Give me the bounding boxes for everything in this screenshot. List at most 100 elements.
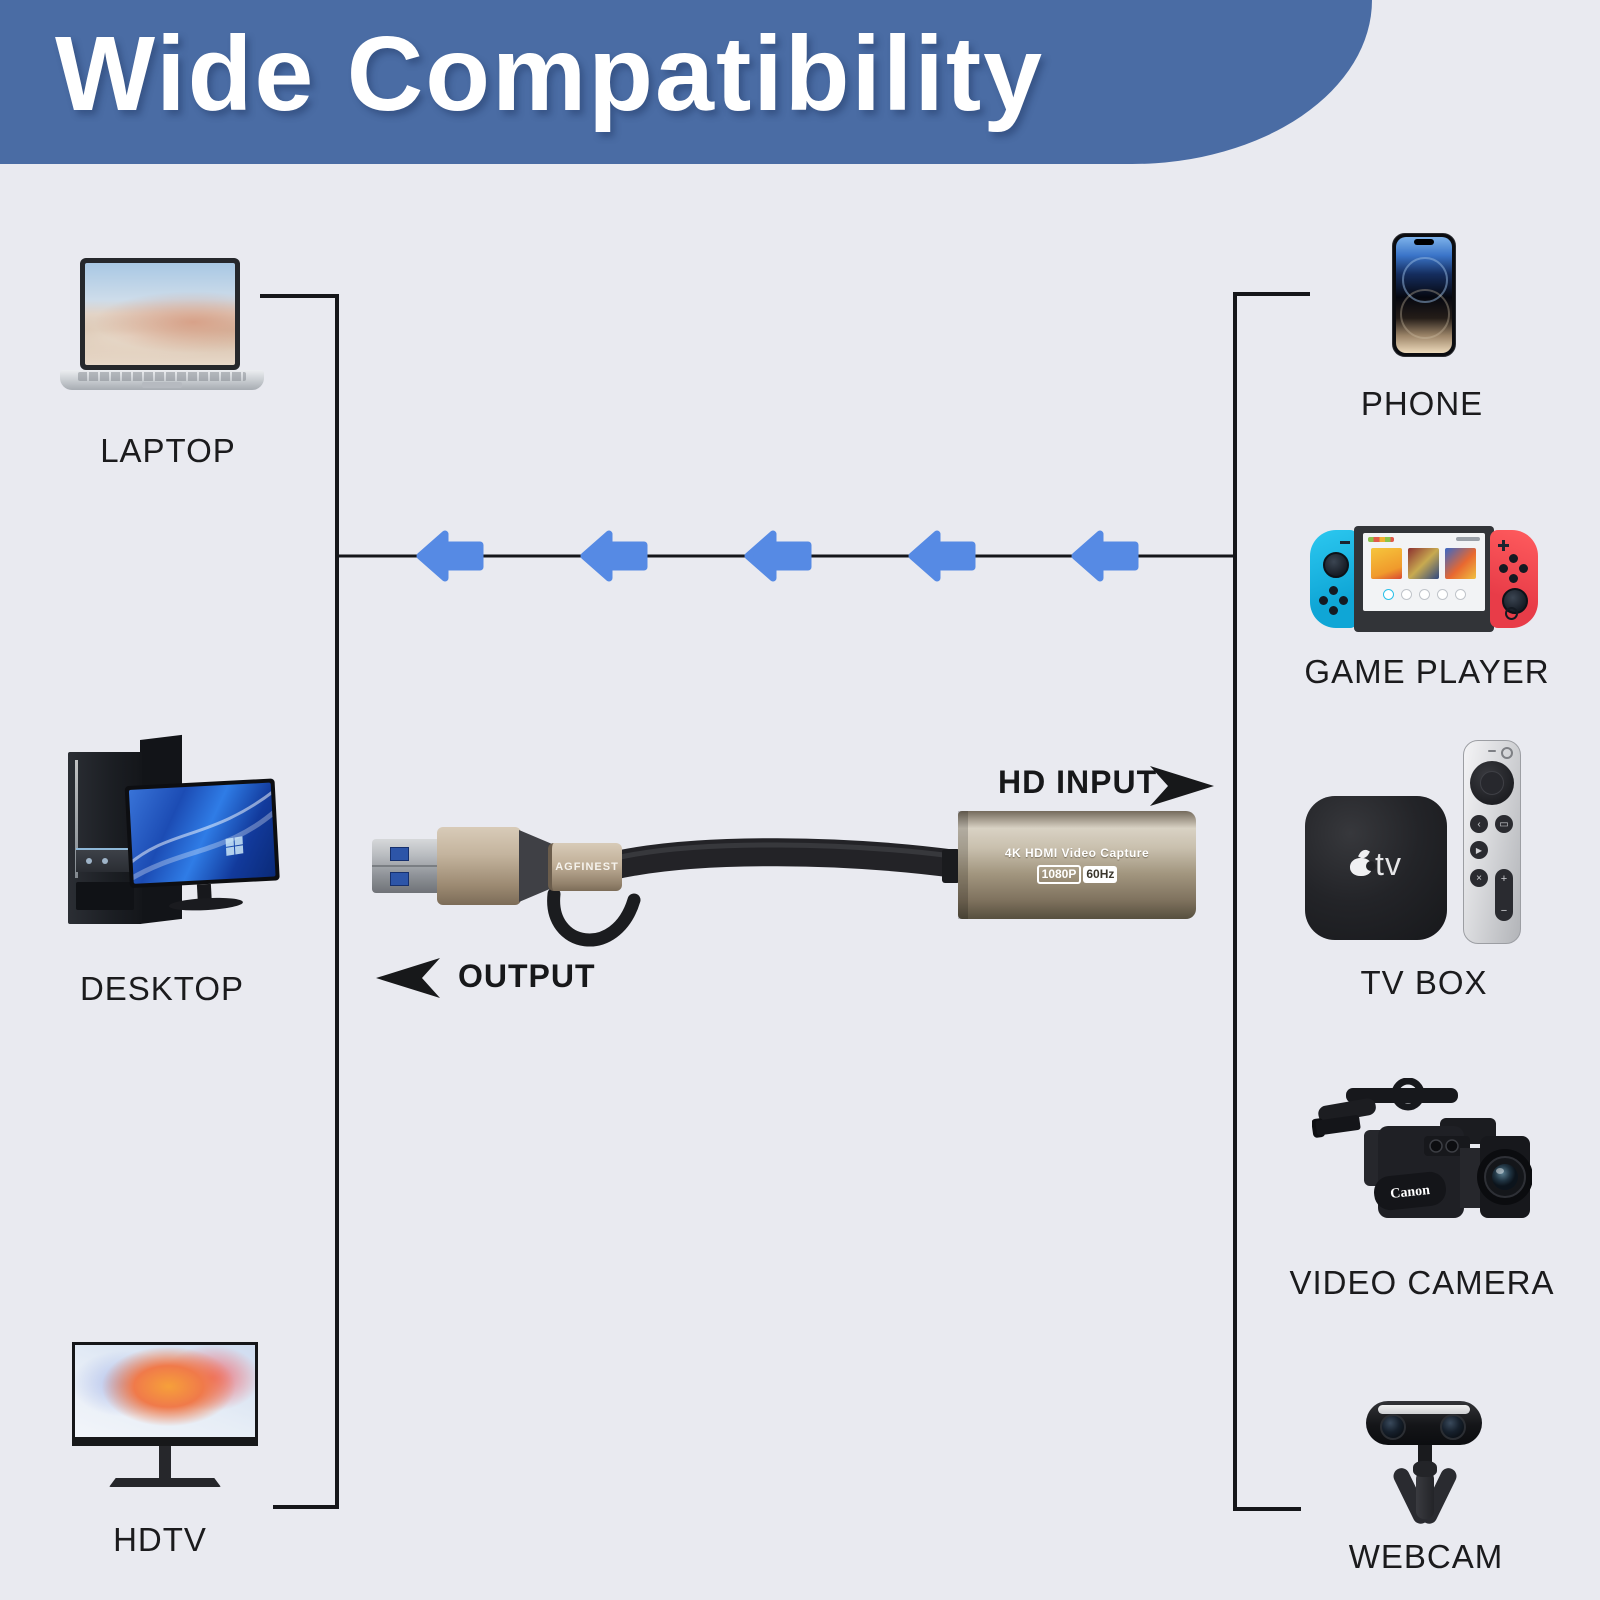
usb-a-housing: [437, 827, 521, 905]
hd-input-label: HD INPUT: [998, 764, 1158, 800]
phone-screen: [1396, 237, 1452, 353]
label-desktop: DESKTOP: [79, 970, 245, 1007]
face-button: [1509, 554, 1518, 563]
webcam-joint: [1413, 1461, 1437, 1477]
usb-strain-relief: [519, 830, 553, 902]
minus-button-icon: [1340, 541, 1350, 544]
header-banner: Wide Compatibility: [0, 0, 1372, 164]
hdtv-bottom-bar: [72, 1437, 258, 1446]
screen-clock-icons: [1456, 537, 1480, 541]
remote-mic-icon: [1488, 750, 1496, 752]
webcam-lens: [1440, 1414, 1466, 1440]
resolution-badge: 1080P: [1036, 865, 1082, 884]
laptop-screen: [80, 258, 240, 370]
dpad-button: [1329, 586, 1338, 595]
monitor-swirls: [128, 785, 276, 883]
console-screen: [1363, 533, 1485, 611]
hdtv-screen: [72, 1342, 258, 1437]
screen-status-icons: [1368, 537, 1394, 542]
hd-input-arrow-icon: [1150, 766, 1214, 806]
webcam-visor: [1378, 1405, 1470, 1414]
tower-vent: [76, 882, 134, 910]
device-webcam: [1362, 1393, 1488, 1538]
laptop-keys: [78, 372, 246, 381]
device-game-player: [1308, 524, 1540, 636]
face-button: [1499, 564, 1508, 573]
home-button-icon: [1505, 607, 1518, 620]
tower-button: [86, 858, 92, 864]
usb-a-pin: [390, 847, 409, 861]
label-hdtv: HDTV: [113, 1521, 207, 1558]
apple-icon: [1350, 847, 1377, 876]
apple-tv-box: tv: [1305, 796, 1447, 940]
game-tile: [1371, 548, 1402, 579]
analog-stick: [1323, 552, 1349, 578]
dpad-button: [1319, 596, 1328, 605]
console-body: [1354, 526, 1494, 632]
capture-card-title: 4K HDMI Video Capture: [1004, 846, 1150, 860]
flow-arrow-left-icon: [744, 530, 812, 582]
tower-light-strip: [75, 760, 78, 878]
capture-card: 4K HDMI Video Capture 1080P 60Hz: [958, 811, 1196, 919]
device-tv-box: tv ‹ ▭ ▶ × +−: [1303, 738, 1528, 946]
game-tile: [1408, 548, 1439, 579]
remote-mute-icon: ×: [1470, 869, 1488, 887]
joycon-right: [1490, 530, 1538, 628]
camera-brand-text: Canon: [1390, 1183, 1431, 1202]
usb-a-pin: [390, 872, 409, 886]
label-tv-box: TV BOX: [1360, 964, 1488, 1001]
laptop-wallpaper: [85, 263, 235, 365]
phone-notch: [1414, 239, 1434, 245]
phone-wallpaper-ring: [1400, 289, 1450, 339]
output-label: OUTPUT: [458, 958, 596, 994]
laptop-keyboard-base: [60, 370, 264, 390]
label-webcam: WEBCAM: [1348, 1538, 1504, 1575]
usb-cable: [598, 838, 970, 880]
flow-arrow-left-icon: [580, 530, 648, 582]
remote-power-icon: [1501, 747, 1513, 759]
remote-menu-icon: ▭: [1495, 815, 1513, 833]
page-title: Wide Compatibility: [55, 15, 1045, 133]
cable-plug: [942, 849, 960, 883]
label-laptop: LAPTOP: [100, 432, 236, 469]
face-button: [1509, 574, 1518, 583]
remote-clickpad: [1470, 761, 1514, 805]
right-bracket-line: [1233, 292, 1310, 1511]
camera-microphone: [1318, 1098, 1376, 1123]
desktop-monitor: [124, 778, 290, 918]
flow-arrow-left-icon: [1071, 530, 1139, 582]
capture-card-shadow: [958, 811, 968, 919]
device-phone: [1392, 233, 1456, 359]
tv-remote: ‹ ▭ ▶ × +−: [1463, 740, 1521, 944]
tower-button: [102, 858, 108, 864]
tripod-column: [1416, 1471, 1434, 1519]
webcam-neck: [1418, 1443, 1432, 1465]
device-hdtv: [68, 1336, 262, 1492]
tower-drive-bay: [76, 848, 134, 872]
left-bracket-line: [260, 294, 339, 1509]
output-arrow-icon: [376, 958, 440, 998]
dpad-button: [1339, 596, 1348, 605]
hdtv-stand-base: [109, 1478, 221, 1487]
joycon-left: [1310, 530, 1358, 628]
game-tile: [1445, 548, 1476, 579]
remote-volume-rocker: +−: [1495, 869, 1513, 921]
usb-a-divider: [372, 865, 438, 867]
video-camera-drawing: Canon: [1311, 1077, 1533, 1218]
refresh-badge: 60Hz: [1083, 866, 1118, 883]
label-game-player: GAME PLAYER: [1304, 653, 1550, 690]
tether-loop: [547, 887, 641, 947]
remote-back-icon: ‹: [1470, 815, 1488, 833]
device-desktop: [58, 734, 280, 943]
camera-hand-strap: [1374, 1171, 1446, 1211]
flow-arrow-left-icon: [416, 530, 484, 582]
flow-arrow-left-icon: [908, 530, 976, 582]
dpad-button: [1329, 606, 1338, 615]
camera-lens-glass: [1492, 1164, 1518, 1190]
windows-logo-icon: [225, 835, 244, 856]
face-button: [1519, 564, 1528, 573]
monitor-frame: [124, 778, 280, 889]
adapter-brand-text: AGFINEST: [555, 861, 619, 873]
